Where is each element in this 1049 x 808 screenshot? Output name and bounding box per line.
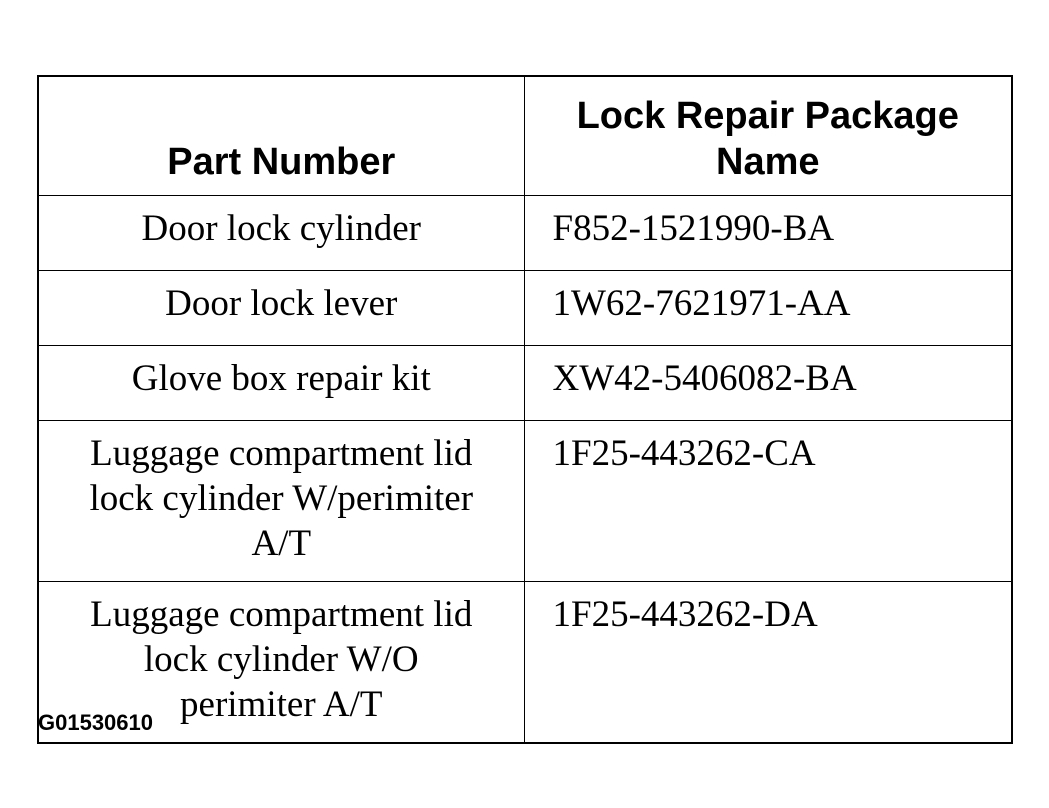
package-number: F852-1521990-BA	[552, 208, 835, 249]
part-name-line: perimiter A/T	[180, 684, 383, 725]
table-row: Door lock cylinder F852-1521990-BA	[37, 195, 1013, 271]
parts-table: Part Number Lock Repair Package Name Doo…	[37, 75, 1013, 744]
part-name-cell: Luggage compartment lid lock cylinder W/…	[37, 581, 525, 744]
part-name-line: Luggage compartment lid	[90, 594, 473, 635]
part-name-cell: Luggage compartment lid lock cylinder W/…	[37, 420, 525, 582]
package-number: 1F25-443262-CA	[552, 433, 816, 474]
table-row: Luggage compartment lid lock cylinder W/…	[37, 420, 1013, 582]
header-label-line-1: Lock Repair Package	[576, 95, 959, 137]
table-row: Luggage compartment lid lock cylinder W/…	[37, 581, 1013, 744]
part-name-line: A/T	[251, 523, 312, 564]
package-number-cell: 1F25-443262-DA	[523, 581, 1013, 744]
table-row: Door lock lever 1W62-7621971-AA	[37, 270, 1013, 346]
part-name-line: Door lock lever	[165, 283, 398, 324]
part-name-cell: Door lock cylinder	[37, 195, 525, 271]
part-name-cell: Door lock lever	[37, 270, 525, 346]
header-part-number-label: Part Number	[167, 141, 396, 183]
package-number-cell: XW42-5406082-BA	[523, 345, 1013, 421]
package-number: 1F25-443262-DA	[552, 594, 818, 635]
header-label-line-2: Name	[716, 141, 820, 183]
part-name-line: Luggage compartment lid	[90, 433, 473, 474]
figure-id: G01530610	[38, 710, 153, 735]
part-name-line: lock cylinder W/O	[143, 639, 419, 680]
package-number-cell: 1F25-443262-CA	[523, 420, 1013, 582]
header-part-number: Part Number	[37, 75, 525, 196]
header-row: Part Number Lock Repair Package Name	[37, 75, 1013, 196]
part-name-line: lock cylinder W/perimiter	[89, 478, 474, 519]
package-number: 1W62-7621971-AA	[552, 283, 851, 324]
part-name-cell: Glove box repair kit	[37, 345, 525, 421]
package-number: XW42-5406082-BA	[552, 358, 857, 399]
package-number-cell: F852-1521990-BA	[523, 195, 1013, 271]
table-row: Glove box repair kit XW42-5406082-BA	[37, 345, 1013, 421]
header-lock-repair-package-name: Lock Repair Package Name	[523, 75, 1013, 196]
package-number-cell: 1W62-7621971-AA	[523, 270, 1013, 346]
part-name-line: Door lock cylinder	[141, 208, 421, 249]
part-name-line: Glove box repair kit	[131, 358, 431, 399]
